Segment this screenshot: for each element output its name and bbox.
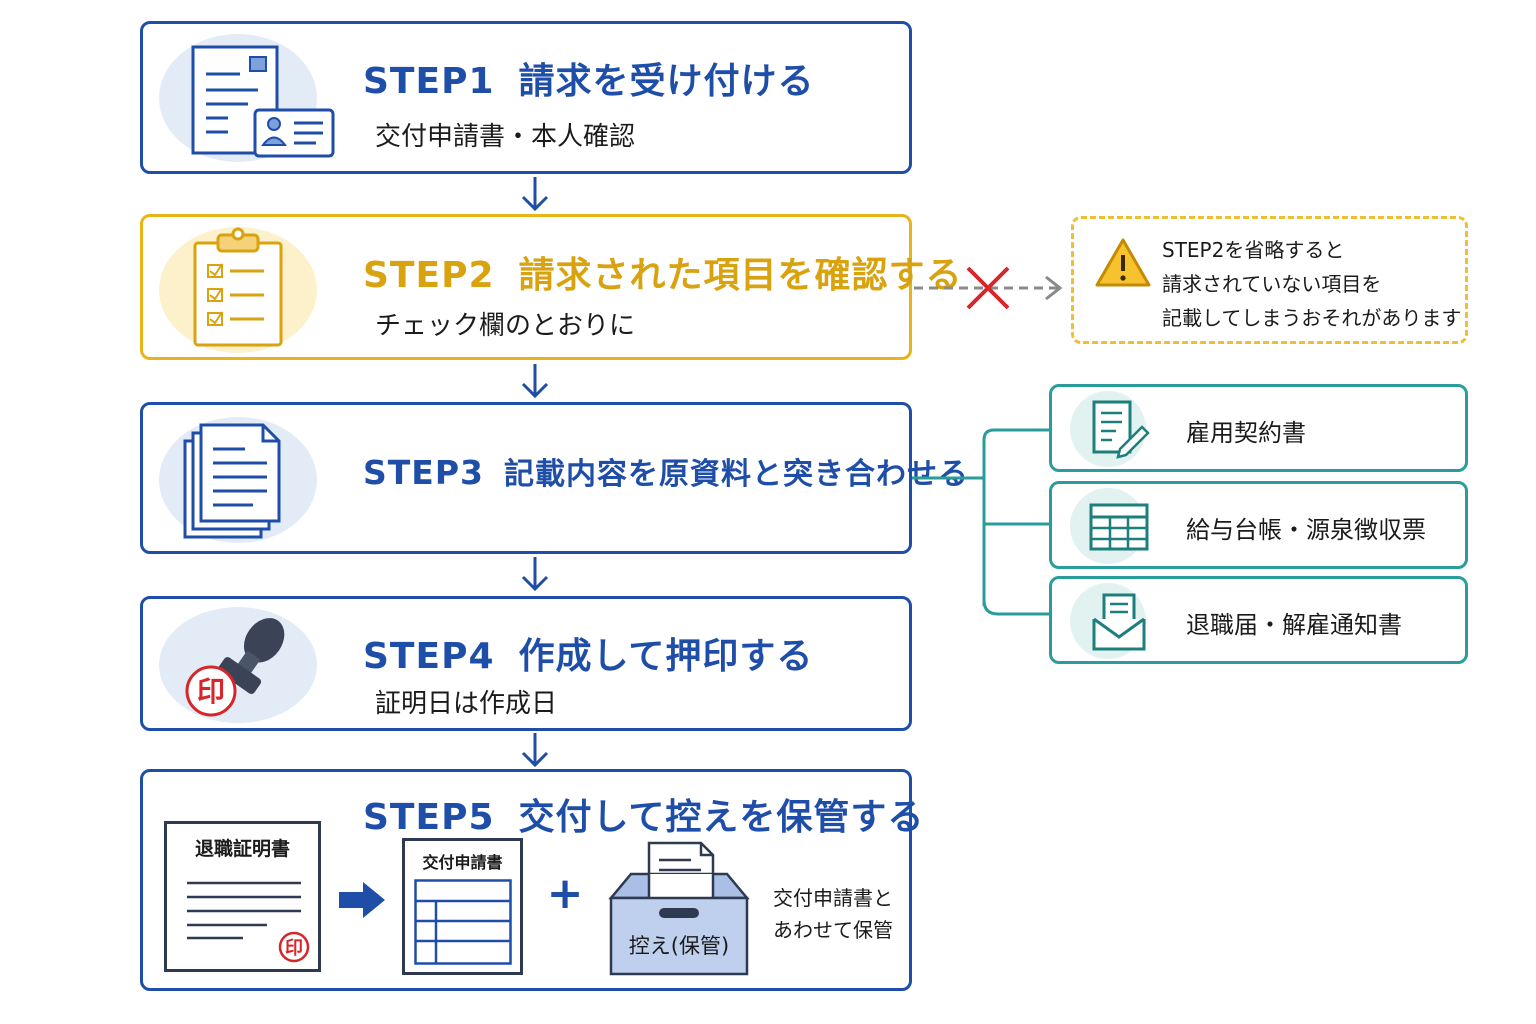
application-form-title: 交付申請書: [422, 853, 503, 872]
application-id-card-icon: [191, 45, 335, 158]
step2-title: STEP2 請求された項目を確認する: [363, 246, 963, 298]
step2-subtitle: チェック欄のとおりに: [375, 311, 636, 341]
arrow-down-icon: [521, 733, 549, 768]
step3-number: STEP3: [363, 453, 484, 492]
warning-line: 請求されていない項目を: [1162, 272, 1382, 296]
storage-note-line: あわせて保管: [773, 918, 893, 942]
source-doc-label: 退職届・解雇通知書: [1186, 611, 1402, 639]
document-stack-icon: [183, 423, 281, 539]
step4-card: 印 STEP4 作成して押印する 証明日は作成日: [140, 596, 912, 731]
certificate-title: 退職証明書: [194, 838, 290, 860]
step5-card: STEP5 交付して控えを保管する 退職証明書 印 交付申請書: [140, 769, 923, 991]
clipboard-checklist-icon: [193, 227, 283, 347]
source-doc-connector: [912, 428, 1050, 616]
step5-title: STEP5 交付して控えを保管する: [363, 788, 924, 840]
warning-icon: [1095, 238, 1151, 287]
step4-title: STEP4 作成して押印する: [363, 627, 813, 679]
cross-icon: [966, 266, 1010, 310]
arrow-right-icon: [339, 882, 385, 918]
step1-number: STEP1: [363, 61, 495, 102]
step3-title: STEP3 記載内容を原資料と突き合わせる: [363, 449, 969, 493]
warning-text: STEP2を省略すると 請求されていない項目を 記載してしまうおそれがあります: [1162, 233, 1461, 335]
certificate-lines: [187, 881, 301, 940]
plus-sign: +: [546, 868, 584, 919]
source-doc-label: 給与台帳・源泉徴収票: [1186, 516, 1426, 544]
step1-title-text: 請求を受け付ける: [518, 61, 815, 102]
form-table: [414, 879, 512, 965]
source-doc-employment-contract: 雇用契約書: [1049, 384, 1468, 472]
source-doc-resignation: 退職届・解雇通知書: [1049, 576, 1468, 664]
certificate-document: 退職証明書 印: [164, 821, 321, 972]
seal-text: 印: [285, 938, 303, 959]
storage-box-icon: [608, 841, 750, 976]
step4-subtitle: 証明日は作成日: [375, 689, 558, 719]
arrow-down-icon: [521, 557, 549, 592]
step2-number: STEP2: [363, 255, 495, 296]
ledger-table-icon: [1089, 503, 1149, 551]
warning-line: STEP2を省略すると: [1162, 238, 1345, 262]
storage-box-label: 控え(保管): [628, 934, 730, 958]
step4-number: STEP4: [363, 636, 495, 677]
step5-number: STEP5: [363, 797, 495, 838]
step3-title-text: 記載内容を原資料と突き合わせる: [503, 457, 969, 492]
source-doc-label: 雇用契約書: [1186, 419, 1306, 447]
arrow-down-icon: [521, 177, 549, 212]
step4-title-text: 作成して押印する: [518, 636, 814, 677]
warning-line: 記載してしまうおそれがあります: [1162, 306, 1462, 330]
storage-note: 交付申請書と あわせて保管: [773, 882, 893, 946]
envelope-letter-icon: [1092, 593, 1146, 651]
step2-card: STEP2 請求された項目を確認する チェック欄のとおりに: [140, 214, 962, 360]
warning-box: STEP2を省略すると 請求されていない項目を 記載してしまうおそれがあります: [1071, 216, 1468, 344]
source-doc-payroll: 給与台帳・源泉徴収票: [1049, 481, 1468, 569]
step1-subtitle: 交付申請書・本人確認: [375, 122, 636, 152]
skip-connector: [914, 266, 1063, 310]
step1-title: STEP1 請求を受け付ける: [363, 52, 815, 104]
storage-note-line: 交付申請書と: [773, 886, 893, 910]
step5-title-text: 交付して控えを保管する: [518, 797, 925, 838]
step2-title-text: 請求された項目を確認する: [518, 255, 963, 296]
step3-card: STEP3 記載内容を原資料と突き合わせる: [140, 402, 968, 554]
seal-icon: 印: [278, 931, 310, 963]
stamp-icon: 印: [185, 618, 285, 717]
contract-pen-icon: [1092, 400, 1150, 459]
arrow-down-icon: [521, 364, 549, 399]
seal-text: 印: [197, 675, 225, 708]
step1-card: STEP1 請求を受け付ける 交付申請書・本人確認: [140, 21, 912, 174]
application-form: 交付申請書: [402, 838, 523, 975]
